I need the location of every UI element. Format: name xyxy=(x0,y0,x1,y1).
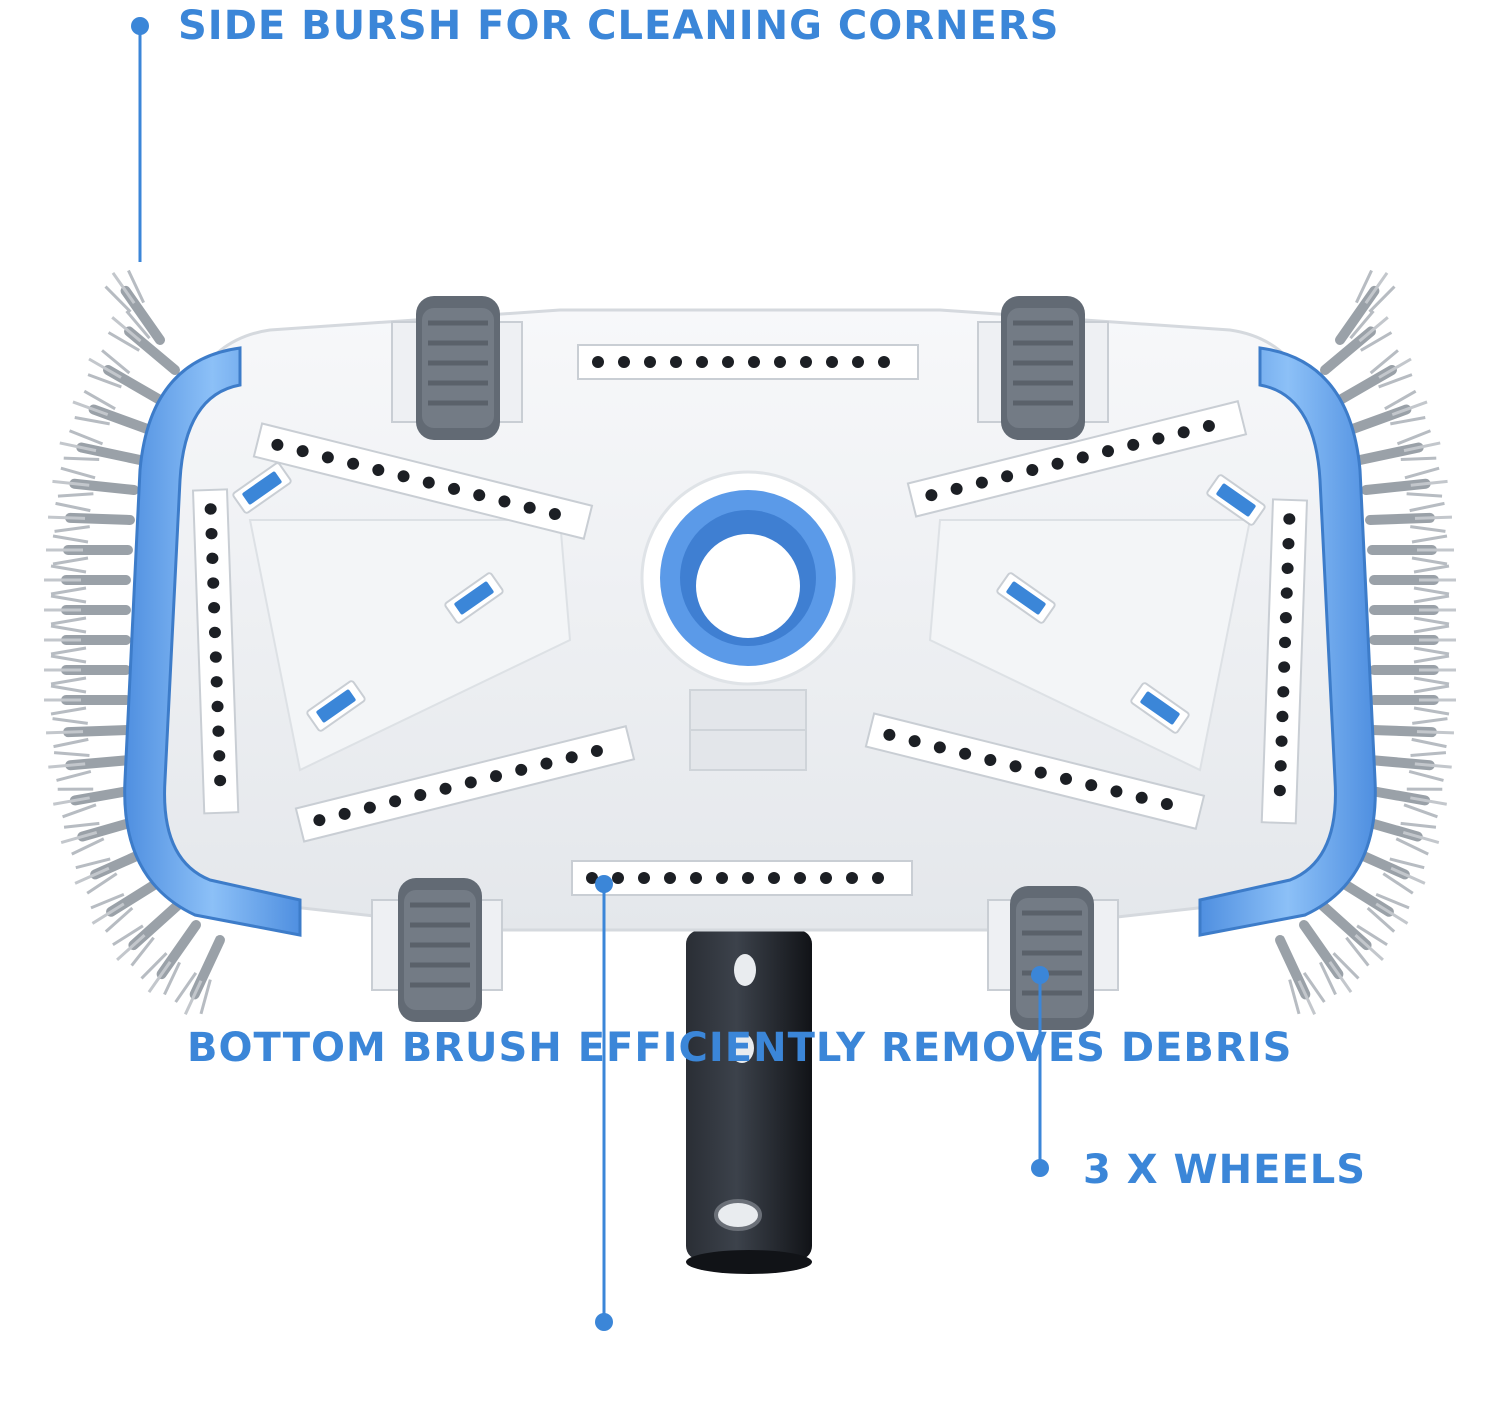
side-brush-callout: SIDE BURSH FOR CLEANING CORNERS xyxy=(178,3,1060,49)
right-blue-rail xyxy=(1198,346,1377,937)
bottom-brush-end-dot xyxy=(595,1313,613,1331)
wheels-label-dot xyxy=(1031,1159,1049,1177)
suction-port xyxy=(640,470,856,771)
bottom-brush-callout: BOTTOM BRUSH EFFICIENTLY REMOVES DEBRIS xyxy=(187,1025,1293,1071)
left-blue-rail xyxy=(123,346,302,937)
wheels-callout: 3 X WHEELS xyxy=(1083,1147,1367,1193)
wheels xyxy=(371,296,1119,1030)
pole-handle xyxy=(686,930,812,1274)
